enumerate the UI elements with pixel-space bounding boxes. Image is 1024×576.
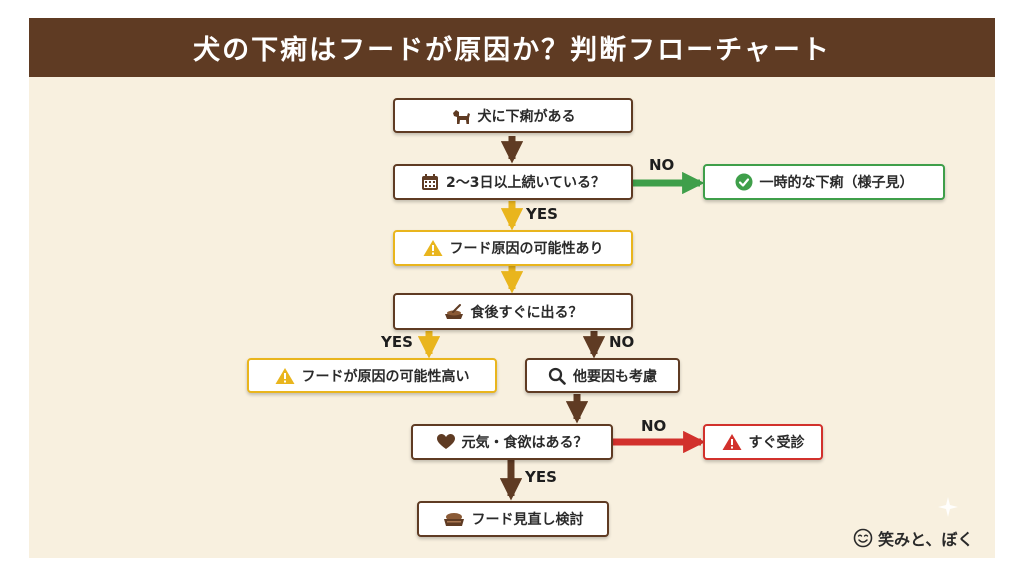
edge-label-energy-no: NO xyxy=(641,417,667,435)
sparkle-icon xyxy=(938,497,958,517)
edge-label-days-yes: YES xyxy=(526,205,558,223)
dog-icon xyxy=(451,107,471,125)
node-question-energy: 元気・食欲はある？ xyxy=(411,424,613,460)
calendar-icon xyxy=(421,173,439,191)
check-circle-icon xyxy=(735,173,753,191)
node-review-food: フード見直し検討 xyxy=(417,501,609,537)
edge-label-energy-yes: YES xyxy=(525,468,557,486)
node-other-causes: 他要因も考慮 xyxy=(525,358,680,393)
node-question-days: 2〜3日以上続いている？ xyxy=(393,164,633,200)
edge-label-days-no: NO xyxy=(649,156,675,174)
node-see-vet: すぐ受診 xyxy=(703,424,823,460)
warning-icon xyxy=(423,239,443,257)
heart-icon xyxy=(436,434,455,450)
node-temporary-label: 一時的な下痢（様子見） xyxy=(759,175,914,191)
page-title: 犬の下痢はフードが原因か？判断フローチャート xyxy=(193,35,831,66)
node-likely-food: フードが原因の可能性高い xyxy=(247,358,497,393)
node-see-vet-label: すぐ受診 xyxy=(748,435,805,451)
brand-logo: 笑みと、ぼく xyxy=(853,526,973,550)
food-bowl-icon xyxy=(443,511,465,527)
node-temporary: 一時的な下痢（様子見） xyxy=(703,164,945,200)
node-question-energy-label: 元気・食欲はある？ xyxy=(461,435,588,451)
warning-icon xyxy=(722,433,742,451)
node-review-food-label: フード見直し検討 xyxy=(471,512,584,528)
edge-label-meal-yes: YES xyxy=(381,333,413,351)
flow-connectors xyxy=(417,136,706,501)
smiley-icon xyxy=(853,528,873,548)
node-question-after-meal: 食後すぐに出る？ xyxy=(393,293,633,330)
node-start: 犬に下痢がある xyxy=(393,98,633,133)
node-other-causes-label: 他要因も考慮 xyxy=(573,368,657,385)
warning-icon xyxy=(275,367,295,385)
node-start-label: 犬に下痢がある xyxy=(477,108,576,125)
food-bowl-icon xyxy=(444,303,464,321)
title-bar: 犬の下痢はフードが原因か？判断フローチャート xyxy=(29,18,995,77)
node-question-after-meal-label: 食後すぐに出る？ xyxy=(470,304,583,321)
node-question-days-label: 2〜3日以上続いている？ xyxy=(445,175,606,191)
edge-label-meal-no: NO xyxy=(609,333,635,351)
node-maybe-food: フード原因の可能性あり xyxy=(393,230,633,266)
search-icon xyxy=(548,367,566,385)
node-likely-food-label: フードが原因の可能性高い xyxy=(301,368,470,385)
flowchart-canvas: 犬の下痢はフードが原因か？判断フローチャート xyxy=(29,18,995,558)
brand-text: 笑みと、ぼく xyxy=(878,530,974,549)
node-maybe-food-label: フード原因の可能性あり xyxy=(449,241,604,257)
